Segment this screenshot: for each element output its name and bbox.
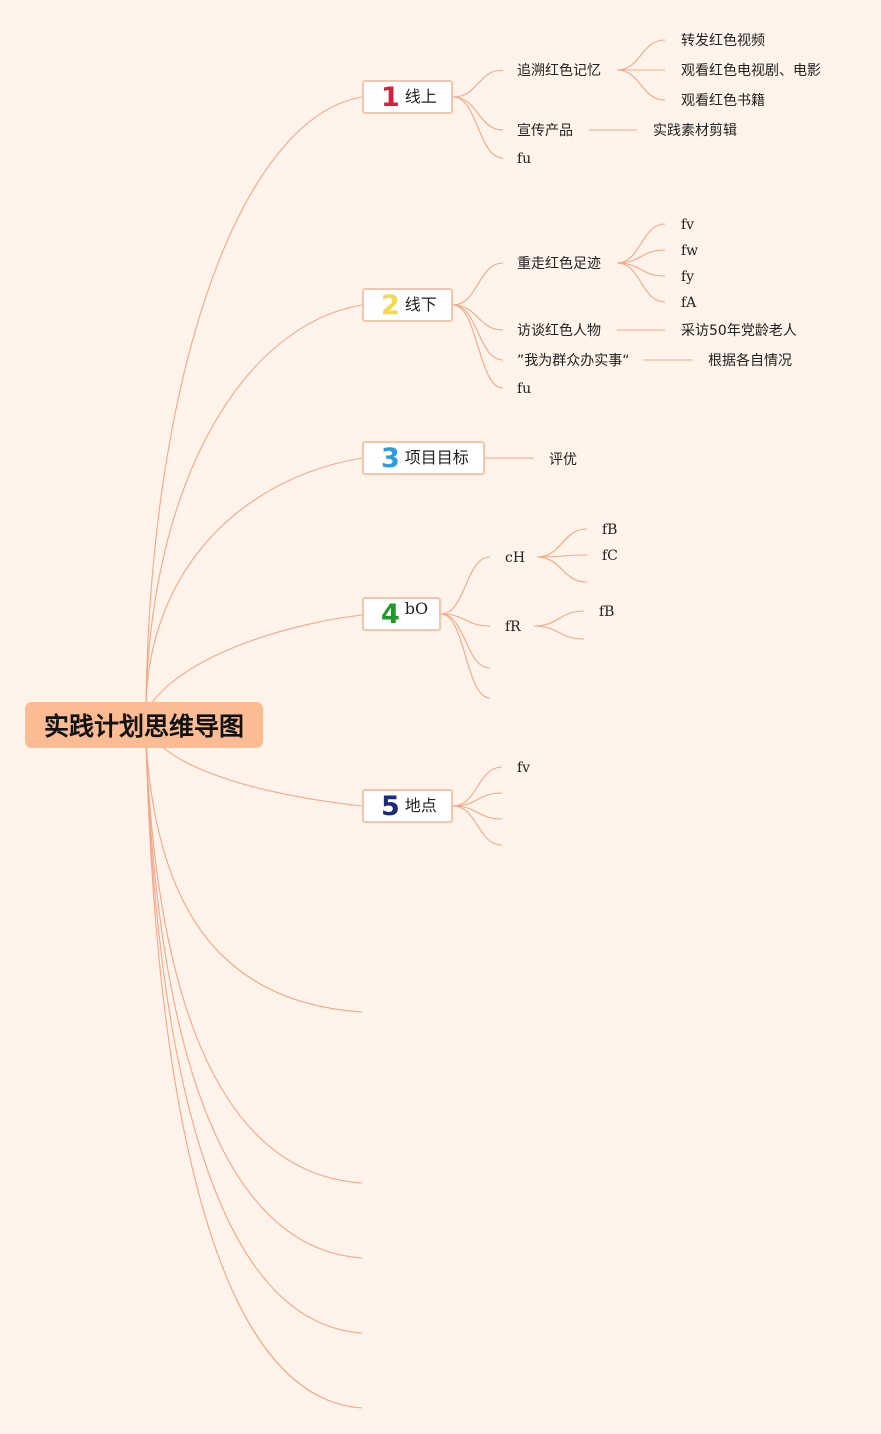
connector-35 [533,610,585,627]
branch-4-label: bO [404,599,429,618]
node-2-1-3[interactable]: fy [681,269,695,285]
connector-29 [440,613,491,627]
branch-1[interactable]: 1 线上 [362,80,453,114]
connector-9 [145,741,363,1409]
connector-20 [452,304,504,389]
connector-2 [145,457,363,703]
connector-12 [452,96,504,159]
node-2-1[interactable]: 重走红色足迹 [517,256,601,272]
connector-36 [533,625,585,640]
connector-30 [440,613,491,669]
node-1-1-2[interactable]: 观看红色电视剧、电影 [681,63,821,79]
connector-31 [440,613,491,699]
root-node[interactable]: 实践计划思维导图 [25,702,263,748]
connector-3 [149,614,363,706]
branch-2-number: 2 [381,289,400,321]
connector-37 [452,766,503,807]
connector-5 [145,741,363,1013]
node-1-3[interactable]: fu [517,151,532,167]
node-2-4[interactable]: fu [517,381,532,397]
node-1-1[interactable]: 追溯红色记忆 [517,63,601,79]
node-3-1[interactable]: 评优 [549,452,577,468]
node-2-3-1[interactable]: 根据各自情况 [708,353,792,369]
connector-24 [616,262,666,303]
node-1-2[interactable]: 宣传产品 [517,123,573,139]
connector-22 [616,249,666,264]
branch-5[interactable]: 5 地点 [362,789,453,823]
branch-4-number: 4 [381,598,400,630]
node-2-3[interactable]: ”我为群众办实事“ [517,353,630,369]
node-2-1-4[interactable]: fA [681,295,697,311]
connector-40 [452,805,503,846]
root-label: 实践计划思维导图 [43,712,244,741]
node-1-1-1[interactable]: 转发红色视频 [681,33,765,49]
node-4-1-1[interactable]: fB [602,522,618,538]
node-4-2-1[interactable]: fB [599,604,615,620]
connector-10 [452,69,504,98]
connector-17 [452,262,504,306]
node-5-1[interactable]: fv [517,760,531,776]
branch-3-number: 3 [381,442,400,474]
connector-21 [616,223,666,264]
branch-3-label: 项目目标 [404,448,469,467]
connector-18 [452,304,504,331]
branch-3[interactable]: 3 项目目标 [362,441,485,475]
connector-1 [145,304,363,703]
branch-1-label: 线上 [404,87,437,106]
branch-5-number: 5 [381,790,400,822]
node-4-2[interactable]: fR [505,619,521,635]
node-2-2[interactable]: 访谈红色人物 [517,323,601,339]
connector-28 [440,556,491,615]
branch-2[interactable]: 2 线下 [362,288,453,322]
node-2-1-1[interactable]: fv [681,217,695,233]
connector-4 [159,744,363,807]
connector-15 [616,69,666,101]
connector-11 [452,96,504,131]
connector-6 [145,741,363,1184]
node-1-1-3[interactable]: 观看红色书籍 [681,93,765,109]
connector-7 [145,741,363,1259]
branch-1-number: 1 [381,81,400,113]
branch-2-label: 线下 [404,295,437,314]
node-1-2-1[interactable]: 实践素材剪辑 [653,123,737,139]
connector-32 [536,528,588,558]
connector-0 [145,96,363,703]
node-4-1[interactable]: cH [505,550,526,566]
node-4-1-2[interactable]: fC [602,548,618,564]
node-2-1-2[interactable]: fw [681,243,699,259]
branch-4[interactable]: 4 bO [362,597,441,631]
connector-38 [452,792,503,807]
connector-8 [145,741,363,1334]
branch-5-label: 地点 [404,796,437,815]
connector-34 [536,556,588,583]
connector-19 [452,304,504,361]
node-2-2-1[interactable]: 采访50年党龄老人 [681,323,797,339]
connector-13 [616,39,666,71]
